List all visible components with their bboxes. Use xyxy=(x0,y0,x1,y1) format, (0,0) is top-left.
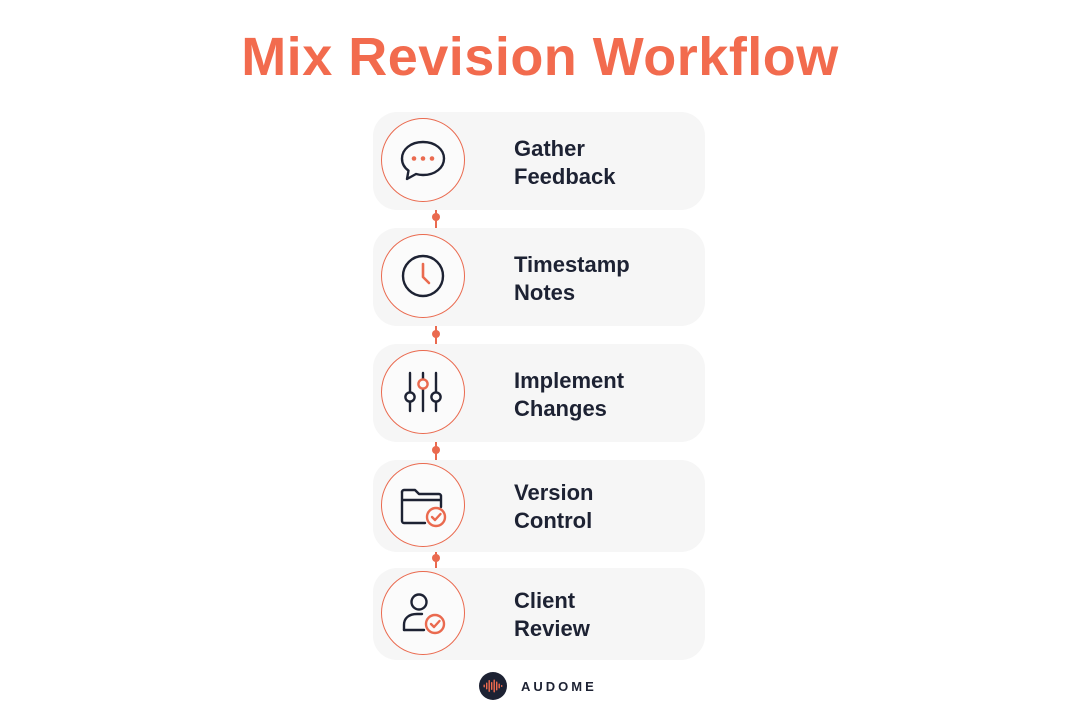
clock-icon xyxy=(401,254,445,298)
step-badge xyxy=(381,350,465,434)
step-timestamp-notes: Timestamp Notes xyxy=(373,228,705,326)
connector-dot xyxy=(432,330,440,338)
step-label: Client Review xyxy=(514,587,693,643)
step-label-line2: Control xyxy=(514,508,593,533)
user-check-icon xyxy=(402,593,446,635)
step-label-line2: Feedback xyxy=(514,164,616,189)
speech-bubble-icon xyxy=(400,140,446,181)
connector-dot xyxy=(432,554,440,562)
step-implement-changes: Implement Changes xyxy=(373,344,705,442)
page-title: Mix Revision Workflow xyxy=(241,27,839,87)
folder-check-icon xyxy=(400,488,447,528)
step-label: Implement Changes xyxy=(514,367,693,423)
step-label-line1: Client xyxy=(514,588,576,613)
step-version-control: Version Control xyxy=(373,460,705,552)
step-label-line2: Review xyxy=(514,616,590,641)
step-label-line1: Implement xyxy=(514,368,625,393)
step-label-line1: Gather xyxy=(514,136,585,161)
step-label: Gather Feedback xyxy=(514,135,693,191)
step-label-line1: Timestamp xyxy=(514,252,630,277)
brand-footer: AUDOME xyxy=(479,672,597,700)
step-gather-feedback: Gather Feedback xyxy=(373,112,705,210)
sliders-icon xyxy=(404,371,442,413)
brand-logo-icon xyxy=(479,672,507,700)
connector-dot xyxy=(432,446,440,454)
connector-dot xyxy=(432,213,440,221)
step-badge xyxy=(381,571,465,655)
step-client-review: Client Review xyxy=(373,568,705,660)
step-label: Version Control xyxy=(514,479,693,535)
step-badge xyxy=(381,118,465,202)
step-badge xyxy=(381,234,465,318)
step-label-line2: Notes xyxy=(514,280,576,305)
waveform-icon xyxy=(483,679,503,693)
step-badge xyxy=(381,463,465,547)
step-label-line2: Changes xyxy=(514,396,607,421)
brand-name: AUDOME xyxy=(521,678,597,694)
step-label: Timestamp Notes xyxy=(514,251,693,307)
step-label-line1: Version xyxy=(514,480,594,505)
